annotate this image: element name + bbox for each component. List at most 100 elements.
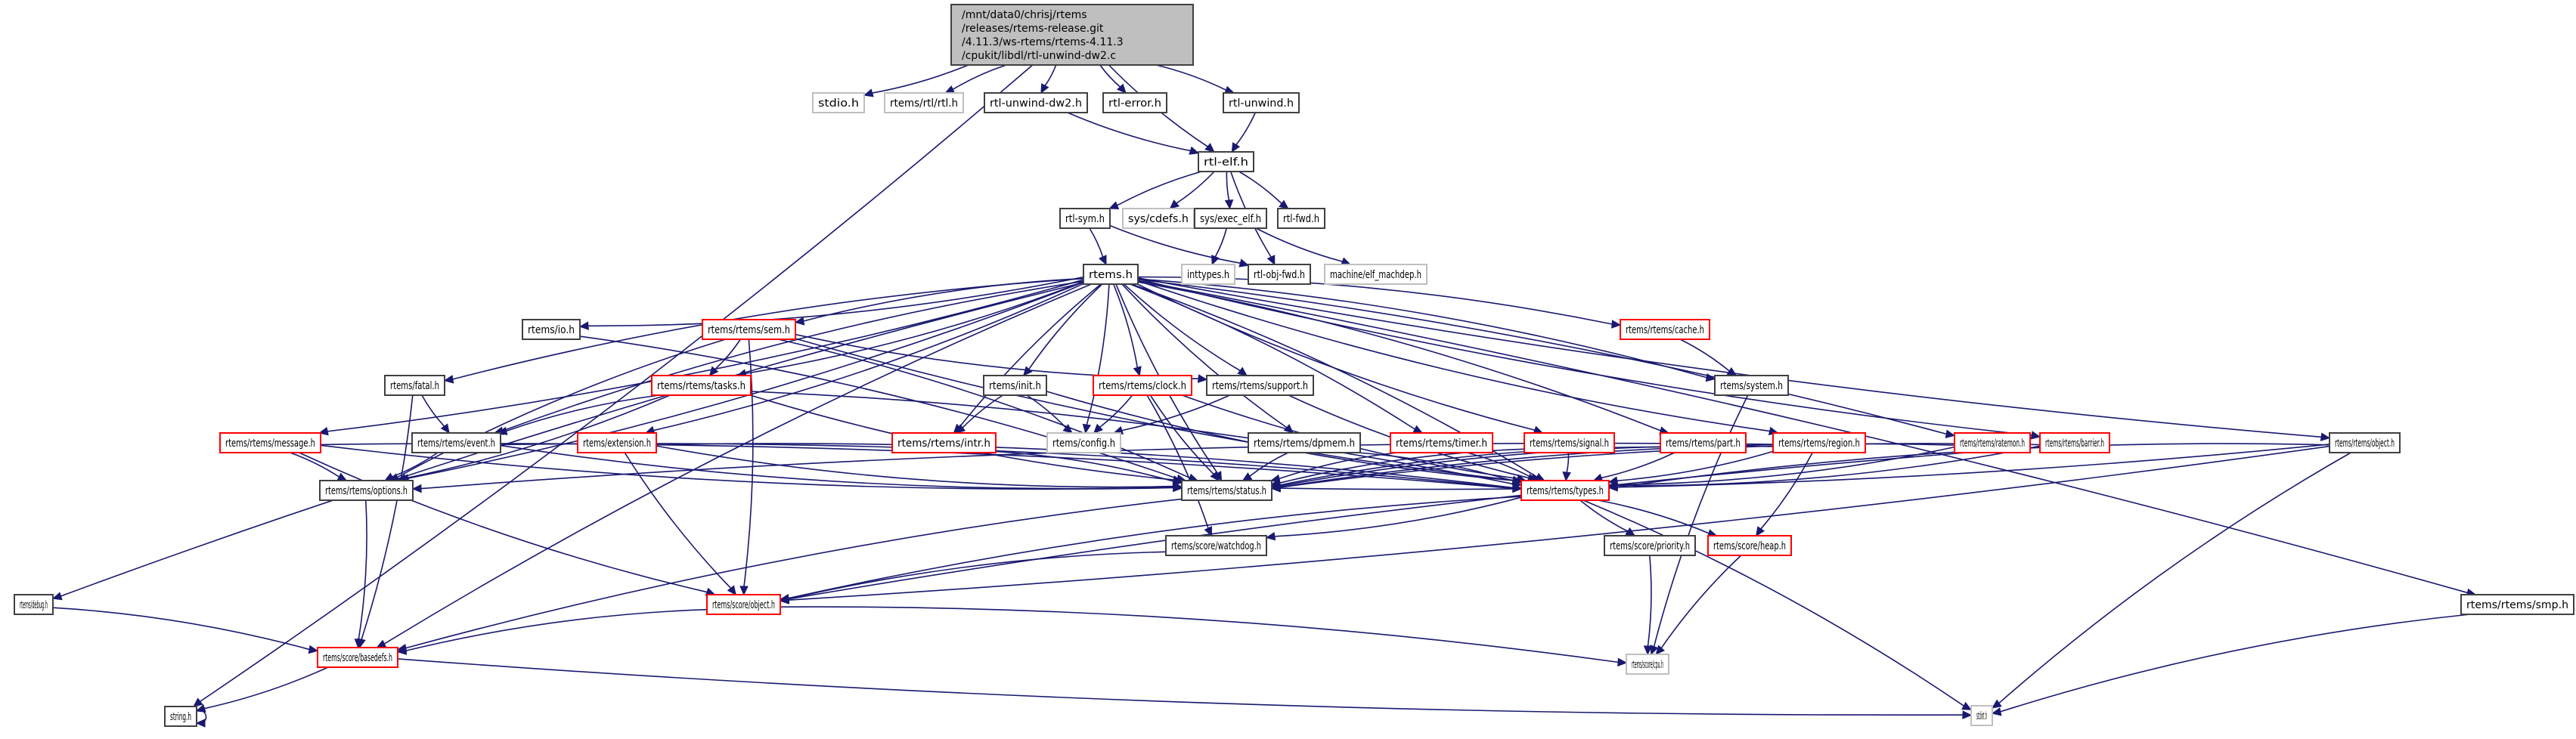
- arrowhead-icon: [193, 697, 203, 707]
- node-label: rtems/rtems/options.h: [325, 485, 408, 497]
- node-timer[interactable]: rtems/rtems/timer.h: [1390, 432, 1493, 453]
- node-exec-elf[interactable]: sys/exec_elf.h: [1194, 208, 1267, 229]
- node-rtl-elf[interactable]: rtl-elf.h: [1198, 151, 1254, 172]
- node-priority[interactable]: rtems/score/priority.h: [1604, 535, 1696, 556]
- edge-line: [787, 445, 2330, 601]
- node-sys-cdefs: sys/cdefs.h: [1122, 208, 1195, 229]
- edge-line: [624, 452, 732, 589]
- arrowhead-icon: [1279, 199, 1289, 209]
- edge-line: [1121, 283, 1288, 429]
- node-label: rtems/rtems/types.h: [1527, 485, 1604, 497]
- arrowhead-icon: [1237, 366, 1248, 376]
- node-label: rtems/rtems/region.h: [1778, 438, 1860, 450]
- node-dpmem[interactable]: rtems/rtems/dpmem.h: [1248, 432, 1361, 453]
- node-box: [1093, 375, 1192, 396]
- node-label: rtems/score/object.h: [712, 599, 775, 611]
- node-label: rtl-fwd.h: [1283, 213, 1319, 225]
- node-types[interactable]: rtems/rtems/types.h: [1520, 480, 1610, 501]
- node-label: rtems/rtems/event.h: [417, 438, 495, 450]
- node-label: /4.11.3/ws-rtems/rtems-4.11.3: [962, 36, 1124, 48]
- node-label: rtems/score/heap.h: [1713, 540, 1786, 552]
- edge-line: [995, 450, 1175, 483]
- node-box: [1194, 208, 1267, 229]
- node-status[interactable]: rtems/rtems/status.h: [1181, 480, 1273, 501]
- node-unwind-dw2[interactable]: rtl-unwind-dw2.h: [984, 92, 1088, 113]
- edge-line: [744, 281, 1084, 375]
- node-extension[interactable]: rtems/extension.h: [577, 432, 657, 453]
- node-rtems-h[interactable]: rtems.h: [1083, 264, 1139, 285]
- node-score-object[interactable]: rtems/score/object.h: [706, 594, 781, 615]
- node-intr[interactable]: rtems/rtems/intr.h: [891, 432, 997, 453]
- node-debug[interactable]: rtems/debug.h: [14, 594, 54, 615]
- edge-line: [1137, 278, 2033, 436]
- node-box: [812, 92, 865, 113]
- arrowhead-icon: [1093, 423, 1103, 434]
- node-label: string.h: [170, 711, 191, 723]
- node-basedefs[interactable]: rtems/score/basedefs.h: [317, 647, 398, 668]
- node-box: [1970, 705, 1993, 726]
- edge-line: [1998, 452, 2351, 704]
- node-rtl-unwind[interactable]: rtl-unwind.h: [1223, 92, 1300, 113]
- node-init[interactable]: rtems/init.h: [983, 375, 1047, 396]
- node-fatal[interactable]: rtems/fatal.h: [384, 375, 445, 396]
- node-system[interactable]: rtems/system.h: [1714, 375, 1789, 396]
- edge-line: [1137, 278, 1708, 379]
- edge-unwind_dw2-to-rtl_elf: [1067, 112, 1200, 155]
- node-box: [2039, 432, 2110, 453]
- node-barrier[interactable]: rtems/rtems/barrier.h: [2039, 432, 2110, 453]
- arrowhead-icon: [1189, 146, 1200, 155]
- node-rtl-error[interactable]: rtl-error.h: [1102, 92, 1167, 113]
- node-part[interactable]: rtems/rtems/part.h: [1660, 432, 1747, 453]
- node-label: rtl-error.h: [1108, 97, 1161, 110]
- node-heap[interactable]: rtems/score/heap.h: [1707, 535, 1792, 556]
- edge-line: [714, 339, 742, 370]
- edge-sem-to-tasks: [708, 339, 742, 376]
- node-tasks[interactable]: rtems/rtems/tasks.h: [651, 375, 752, 396]
- edge-line: [383, 283, 1092, 645]
- node-options[interactable]: rtems/rtems/options.h: [319, 480, 414, 501]
- node-root[interactable]: /mnt/data0/chrisj/rtems/releases/rtems-r…: [950, 4, 1194, 66]
- edge-line: [421, 394, 445, 428]
- edge-line: [780, 606, 1620, 663]
- edge-line: [1067, 112, 1192, 152]
- edge-line: [795, 338, 1514, 481]
- edge-line: [1579, 499, 1629, 533]
- edge-line: [1112, 283, 1139, 369]
- edge-sem-to-types: [795, 338, 1523, 484]
- edge-message-to-score_object: [299, 452, 716, 596]
- node-box: [1954, 432, 2031, 453]
- edge-rtems_h-to-ratemon: [1137, 279, 1956, 438]
- edge-sem-to-score_object: [739, 339, 754, 596]
- node-signal[interactable]: rtems/rtems/signal.h: [1524, 432, 1615, 453]
- node-clock[interactable]: rtems/rtems/clock.h: [1093, 375, 1192, 396]
- node-object-rr[interactable]: rtems/rtems/object.h: [2329, 432, 2401, 453]
- node-watchdog[interactable]: rtems/score/watchdog.h: [1165, 535, 1267, 556]
- node-region[interactable]: rtems/rtems/region.h: [1772, 432, 1866, 453]
- arrowhead-icon: [1133, 366, 1142, 377]
- node-label: rtems/rtems/tasks.h: [657, 380, 746, 392]
- arrowhead-icon: [1962, 710, 1973, 719]
- node-rtl-fwd[interactable]: rtl-fwd.h: [1277, 208, 1325, 229]
- arrowhead-icon: [1617, 657, 1628, 667]
- edge-rtems_h-to-dpmem: [1121, 283, 1294, 434]
- edge-line: [1598, 499, 1710, 534]
- node-box: [219, 432, 321, 453]
- node-ratemon[interactable]: rtems/rtems/ratemon.h: [1954, 432, 2031, 453]
- arrowhead-icon: [51, 592, 63, 601]
- edge-rtems_h-to-part: [1137, 281, 1669, 435]
- edge-line: [1043, 64, 1057, 87]
- edge-line: [1616, 445, 2041, 487]
- edge-line: [1226, 171, 1230, 202]
- node-cache[interactable]: rtems/rtems/cache.h: [1620, 319, 1710, 340]
- node-string[interactable]: string.h: [164, 706, 197, 727]
- node-event[interactable]: rtems/rtems/event.h: [411, 432, 501, 453]
- node-rtl-obj-fwd[interactable]: rtl-obj-fwd.h: [1248, 264, 1311, 285]
- node-message[interactable]: rtems/rtems/message.h: [219, 432, 321, 453]
- node-rtl-sym[interactable]: rtl-sym.h: [1059, 208, 1111, 229]
- node-smp[interactable]: rtems/rtems/smp.h: [2460, 594, 2574, 615]
- edge-system-to-cpu: [1650, 394, 1749, 656]
- edge-line: [1137, 280, 1771, 432]
- node-support[interactable]: rtems/rtems/support.h: [1206, 375, 1314, 396]
- node-sem[interactable]: rtems/rtems/sem.h: [702, 319, 796, 340]
- node-io[interactable]: rtems/io.h: [522, 319, 581, 340]
